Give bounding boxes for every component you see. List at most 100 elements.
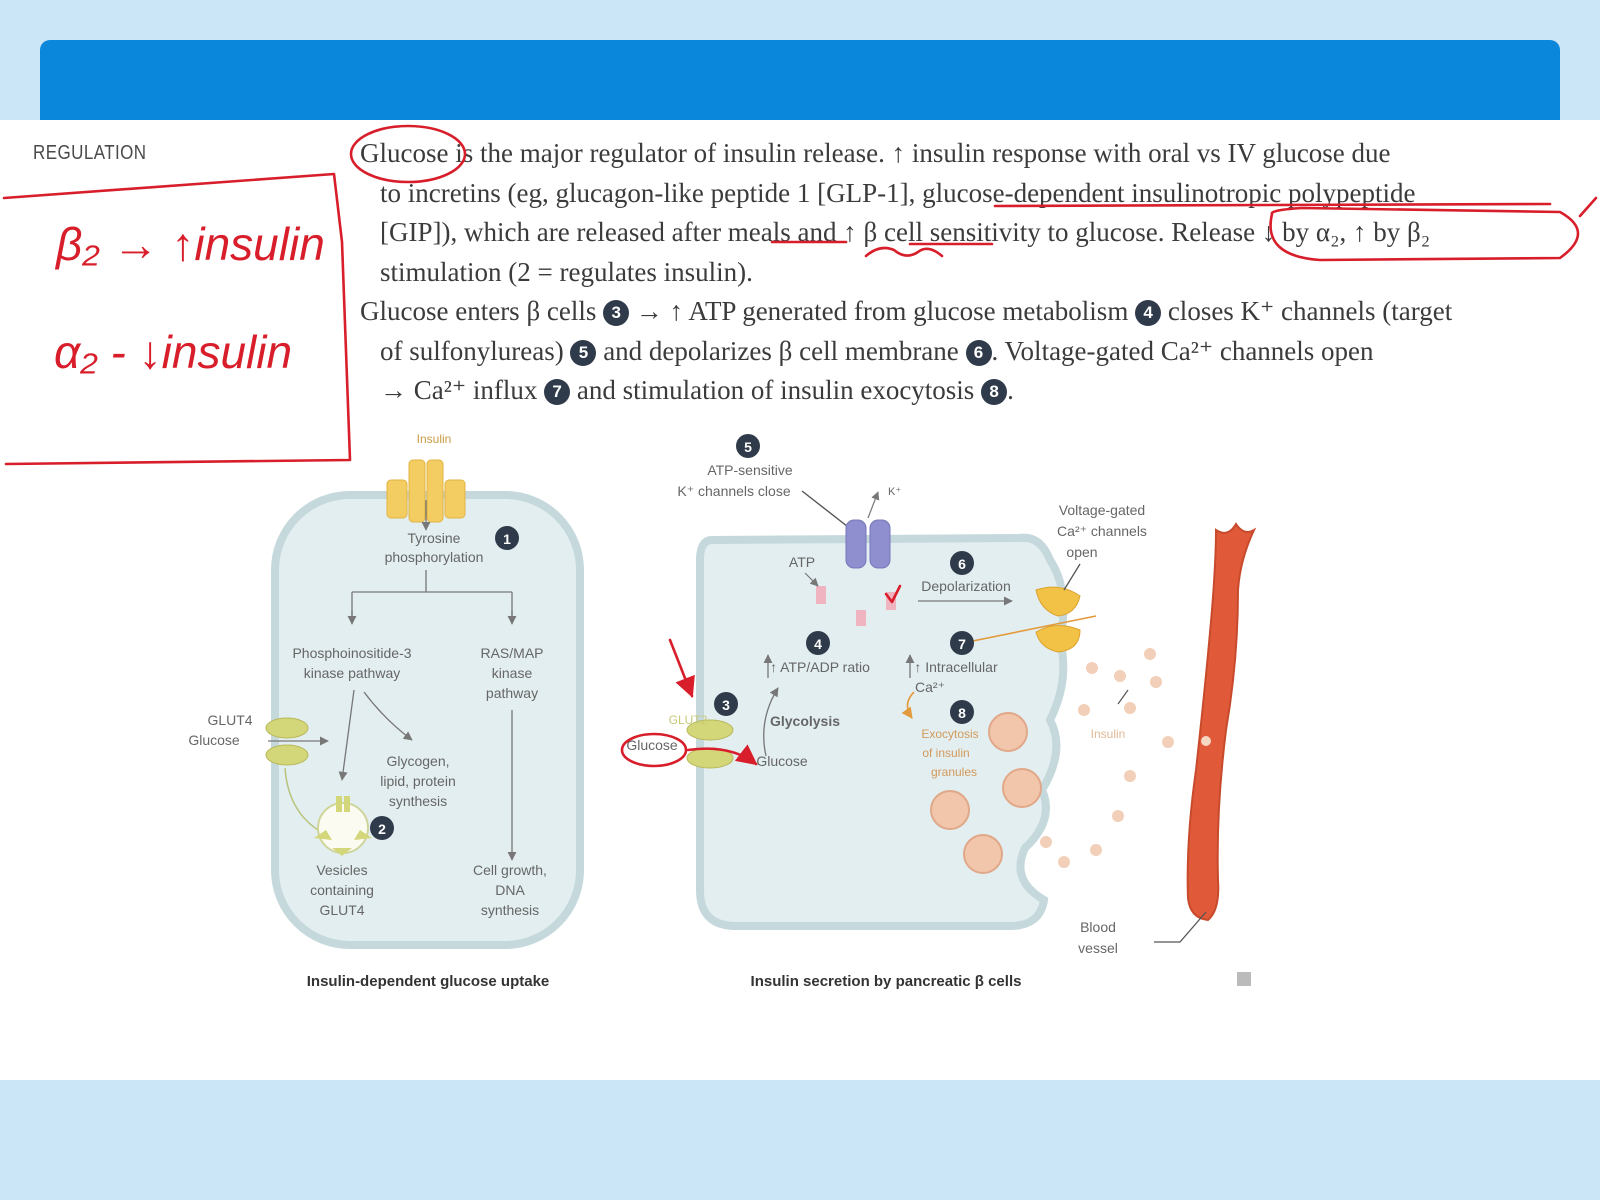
insulin-label: Insulin xyxy=(417,432,452,446)
figure-badge-icon xyxy=(1237,972,1251,986)
glucose-inside-label: Glucose xyxy=(756,753,808,769)
glucose-label: Glucose xyxy=(188,732,240,748)
growth-label: synthesis xyxy=(481,902,539,918)
tyrosine-label: phosphorylation xyxy=(385,549,484,565)
paragraph-line: stimulation (2 = regulates insulin). xyxy=(380,256,753,287)
step-2-number: 2 xyxy=(378,821,386,837)
step-8-marker: 8 xyxy=(981,379,1008,405)
left-caption: Insulin-dependent glucose uptake xyxy=(307,973,550,990)
handwritten-note: β₂ → ↑insulin xyxy=(54,218,325,270)
paragraph-line: Glucose is the major regulator of insuli… xyxy=(360,138,1391,168)
step-5-fig-number: 5 xyxy=(744,439,752,455)
glycogen-label: synthesis xyxy=(389,793,447,809)
annotation-box xyxy=(2,172,352,466)
insulin-figure: Insulin Tyrosine phosphorylation 1 Phosp… xyxy=(2,124,1598,990)
katp-label: K⁺ channels close xyxy=(677,483,790,499)
glucose-circle xyxy=(349,124,467,184)
insulin-receptor xyxy=(386,459,466,523)
atp-molecule xyxy=(816,586,826,604)
vgcc-label: Ca²⁺ channels xyxy=(1057,523,1147,539)
glycogen-label: lipid, protein xyxy=(380,773,456,789)
step-3-marker: 3 xyxy=(603,300,630,326)
glut4-transporter xyxy=(265,717,309,766)
vgcc-channel xyxy=(1035,586,1081,653)
regulation-paragraph: Glucose is the major regulator of insuli… xyxy=(360,134,1590,292)
line-text: and depolarizes β cell membrane xyxy=(596,335,959,366)
step-2-marker xyxy=(370,816,394,840)
tyrosine-label: Tyrosine xyxy=(408,530,461,546)
right-diagram: 5 ATP-sensitive K⁺ channels close K⁺ ATP… xyxy=(626,434,1257,990)
line-text: and stimulation of insulin exocytosis xyxy=(570,375,975,405)
glucose-outside-label: Glucose xyxy=(626,737,678,753)
line-text: of sulfonylureas) xyxy=(380,335,564,366)
pi3k-label: Phosphoinositide-3 xyxy=(292,645,411,661)
step-6-marker: 6 xyxy=(965,339,992,366)
blood-vessel-label: Blood xyxy=(1080,919,1116,935)
ras-label: kinase xyxy=(492,665,533,681)
glycolysis-label: Glycolysis xyxy=(770,713,840,729)
left-diagram: Insulin Tyrosine phosphorylation 1 Phosp… xyxy=(188,432,584,990)
step-1-number: 1 xyxy=(503,531,511,547)
step-1-marker xyxy=(495,526,519,550)
step-5-marker: 5 xyxy=(570,339,597,366)
step-4-fig-number: 4 xyxy=(814,636,822,652)
vesicles-label: GLUT4 xyxy=(319,902,364,918)
mechanism-paragraph: Glucose enters β cells 3 → ↑ ATP generat… xyxy=(360,292,1590,411)
intracellular-ca-label: Ca²⁺ xyxy=(915,679,945,695)
release-circle xyxy=(1269,206,1580,262)
paragraph-line: → Ca²⁺ influx 7 and stimulation of insul… xyxy=(360,371,1590,411)
handwritten-note: α₂ - ↓insulin xyxy=(54,326,292,378)
growth-label: Cell growth, xyxy=(473,862,547,878)
glut2-label: GLUT2 xyxy=(669,713,708,727)
paragraph-line: of sulfonylureas) 5 and depolarizes β ce… xyxy=(360,332,1590,372)
step-7-marker: 7 xyxy=(544,379,571,405)
step-3-fig-marker xyxy=(714,692,738,716)
step-7-fig-number: 7 xyxy=(958,636,966,652)
vesicles-label: containing xyxy=(310,882,374,898)
glut4-label: GLUT4 xyxy=(207,712,252,728)
ras-label: RAS/MAP xyxy=(480,645,543,661)
exocytosis-label: of insulin xyxy=(922,746,969,760)
annotation-arrow xyxy=(686,744,758,766)
growth-label: DNA xyxy=(495,882,525,898)
step-3-fig-number: 3 xyxy=(722,697,730,713)
step-8-fig-marker xyxy=(950,700,974,724)
vgcc-label: Voltage-gated xyxy=(1059,502,1145,518)
section-label: REGULATION xyxy=(33,142,147,164)
check-mark xyxy=(884,584,902,604)
margin-arrow xyxy=(1578,196,1598,218)
depolarization-label: Depolarization xyxy=(921,578,1011,594)
step-7-fig-marker xyxy=(950,631,974,655)
annotation-arrow xyxy=(668,638,695,698)
paragraph-line: [GIP]), which are released after meals a… xyxy=(380,217,1431,247)
exocytosis-label: granules xyxy=(931,765,977,779)
paragraph-line: to incretins (eg, glucagon-like peptide … xyxy=(380,177,1416,208)
vgcc-label: open xyxy=(1066,544,1097,560)
step-4-fig-marker xyxy=(806,631,830,655)
step-6-fig-number: 6 xyxy=(958,556,966,572)
line-text: . Voltage-gated Ca²⁺ channels open xyxy=(991,335,1374,366)
slide-content: REGULATION Glucose is the major regulato… xyxy=(0,120,1600,1080)
blood-vessel xyxy=(1186,522,1257,922)
handwritten-annotations: β₂ → ↑insulin α₂ - ↓insulin xyxy=(2,124,1598,768)
insulin-secreted-label: Insulin xyxy=(1091,727,1126,741)
glycogen-label: Glycogen, xyxy=(386,753,449,769)
ras-label: pathway xyxy=(486,685,538,701)
line-text: → Ca²⁺ influx xyxy=(380,375,538,405)
glut4-vesicle xyxy=(314,796,372,856)
exocytosis-label: Exocytosis xyxy=(921,727,978,741)
step-4-marker: 4 xyxy=(1135,300,1162,326)
glucose-circle-figure xyxy=(620,732,688,768)
k-ion-label: K⁺ xyxy=(888,486,901,498)
line-text: closes K⁺ channels (target xyxy=(1161,296,1453,326)
line-text: . xyxy=(1007,375,1014,405)
vesicles-label: Vesicles xyxy=(316,862,367,878)
glp1-underline xyxy=(864,246,944,258)
step-5-fig-marker xyxy=(736,434,760,458)
paragraph-line: Glucose enters β cells 3 → ↑ ATP generat… xyxy=(360,292,1590,332)
step-6-fig-marker xyxy=(950,551,974,575)
line-text: → ↑ ATP generated from glucose metabolis… xyxy=(629,296,1129,326)
atp-molecule xyxy=(856,610,866,626)
insulin-granules xyxy=(930,712,1042,874)
line-text: Glucose enters β cells xyxy=(360,296,597,326)
